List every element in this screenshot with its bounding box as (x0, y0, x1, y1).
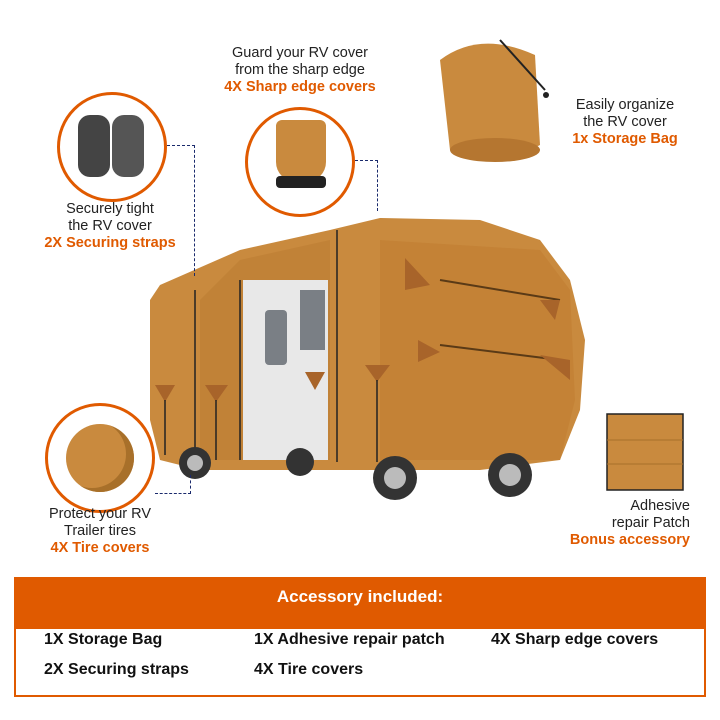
tire-caption: Protect your RV Trailer tires 4X Tire co… (48, 506, 152, 556)
accessory-item: 4X Tire covers (254, 661, 364, 678)
securing-straps-image (78, 115, 146, 177)
storage-bag-image (440, 39, 549, 162)
sharp-edge-image-circle (245, 107, 355, 217)
tire-image-circle (45, 403, 155, 513)
storage-bag-caption: Easily organize the RV cover 1x Storage … (572, 97, 678, 147)
tire-connector (155, 475, 191, 494)
patch-caption: Adhesive repair Patch Bonus accessory (569, 498, 690, 548)
accessory-box-title: Accessory included: (16, 579, 704, 629)
straps-connector (167, 145, 195, 276)
sharp-edge-connector (355, 160, 378, 211)
accessory-item: 4X Sharp edge covers (491, 631, 659, 648)
accessory-item: 2X Securing straps (44, 661, 189, 678)
sharp-edge-caption: Guard your RV cover from the sharp edge … (224, 45, 376, 95)
straps-image-circle (57, 92, 167, 202)
repair-patch-image (606, 413, 684, 491)
tire-cover-image (66, 424, 134, 492)
sharp-edge-cover-image (276, 120, 326, 182)
straps-caption: Securely tight the RV cover 2X Securing … (44, 201, 176, 251)
accessory-item: 1X Storage Bag (44, 631, 163, 648)
accessory-box: Accessory included: 1X Storage Bag 1X Ad… (14, 577, 706, 697)
rv-with-cover (150, 218, 585, 500)
accessory-item: 1X Adhesive repair patch (254, 631, 445, 648)
